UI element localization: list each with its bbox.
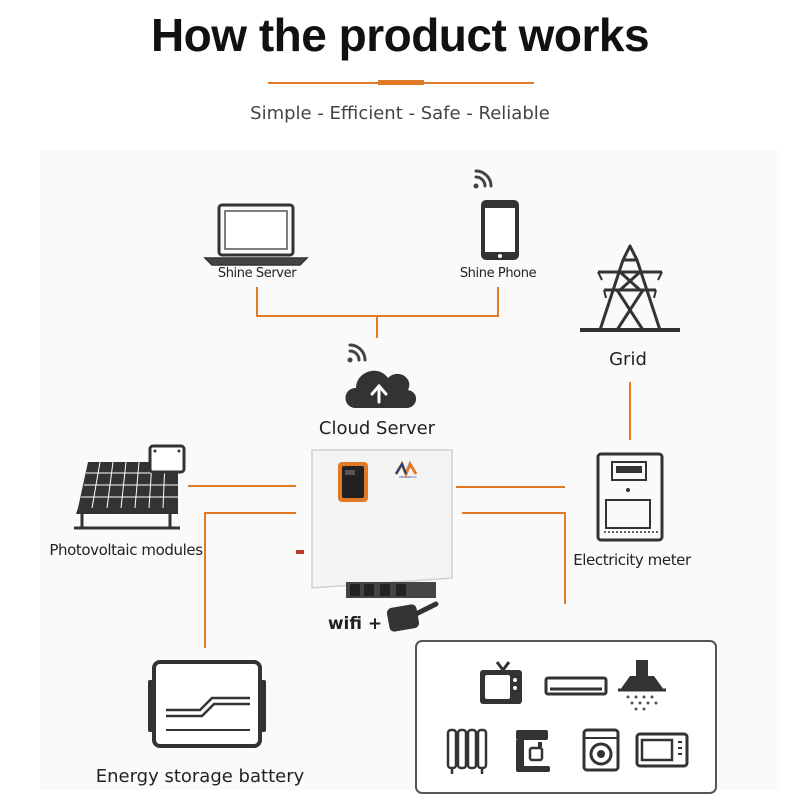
washing-machine-icon <box>582 728 620 772</box>
server-phone-link <box>256 287 499 317</box>
solar-panel-icon <box>74 444 186 530</box>
shine-phone-label: Shine Phone <box>459 266 537 281</box>
wifi-dongle-icon <box>386 601 439 632</box>
electricity-meter-label: Electricity meter <box>573 551 691 569</box>
connector-lines <box>188 287 631 648</box>
battery-label: Energy storage battery <box>95 766 305 787</box>
inverter-loads-link <box>462 512 566 604</box>
wifi-icon <box>347 343 367 363</box>
coffee-machine-icon <box>516 730 550 772</box>
pv-modules-label: Photovoltaic modules <box>49 541 203 559</box>
laptop-icon <box>203 203 309 266</box>
power-tower-icon <box>580 244 680 332</box>
inverter-brand-logo: MEGAREVO <box>399 475 417 479</box>
range-hood-icon <box>618 660 666 711</box>
battery-icon <box>148 660 266 748</box>
wifi-label: wifi + <box>327 614 383 634</box>
inverter-icon <box>296 449 453 598</box>
page-subtitle: Simple - Efficient - Safe - Reliable <box>250 103 550 124</box>
title-underline-accent <box>378 80 424 85</box>
cloud-upload-icon <box>345 370 417 408</box>
wifi-icon <box>473 169 493 189</box>
radiator-icon <box>446 728 488 774</box>
shine-server-label: Shine Server <box>217 266 297 281</box>
tv-icon <box>480 661 522 704</box>
page-title: How the product works <box>150 9 650 61</box>
smartphone-icon <box>481 200 519 260</box>
grid-label: Grid <box>609 349 647 370</box>
battery-inverter-link <box>204 512 296 648</box>
cloud-server-label: Cloud Server <box>318 418 436 439</box>
appliances-box <box>415 640 717 794</box>
air-conditioner-icon <box>544 676 608 696</box>
electricity-meter-icon <box>596 452 664 542</box>
microwave-icon <box>635 732 689 768</box>
